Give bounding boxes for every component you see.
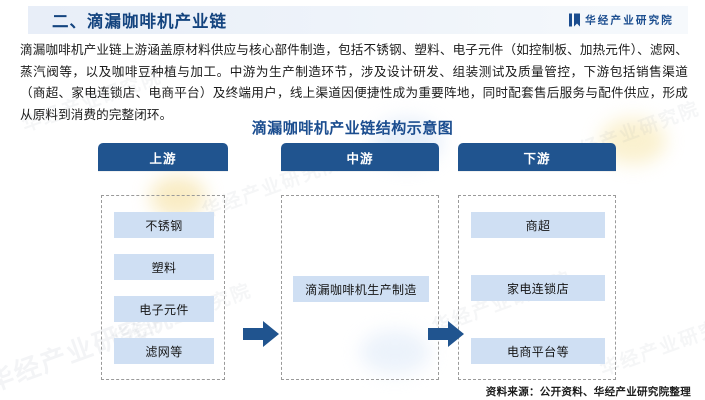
body-paragraph: 滴漏咖啡机产业链上游涵盖原材料供应与核心部件制造，包括不锈钢、塑料、电子元件（如… <box>20 43 688 122</box>
list-item: 电子元件 <box>114 296 214 322</box>
column-downstream: 下游 <box>458 143 616 171</box>
list-item: 不锈钢 <box>114 212 214 238</box>
column-upstream: 上游 <box>98 143 228 171</box>
column-body-downstream: 商超 家电连锁店 电商平台等 <box>458 195 616 380</box>
figure-title: 滴漏咖啡机产业链结构示意图 <box>251 120 454 137</box>
list-item: 家电连锁店 <box>471 275 605 301</box>
book-mark-icon <box>569 13 581 27</box>
brand-logo: 华经产业研究院 <box>569 13 674 28</box>
list-item: 电商平台等 <box>471 338 605 364</box>
column-midstream: 中游 <box>281 143 439 171</box>
industry-chain-diagram: 上游 中游 下游 不锈钢 塑料 电子元件 滤网等 滴漏咖啡机生产制造 商超 家电… <box>0 143 705 383</box>
section-header-bar: 二、滴漏咖啡机产业链 华经产业研究院 <box>28 6 688 34</box>
list-item: 商超 <box>471 212 605 238</box>
column-body-upstream: 不锈钢 塑料 电子元件 滤网等 <box>101 195 225 380</box>
list-item: 滤网等 <box>114 338 214 364</box>
arrow-right-icon-midstream-to-downstream <box>428 321 464 347</box>
column-header-midstream: 中游 <box>281 143 439 171</box>
arrow-right-icon-upstream-to-midstream <box>243 321 279 347</box>
page-title: 二、滴漏咖啡机产业链 <box>52 13 227 31</box>
figure-source: 资料来源：公开资料、华经产业研究院整理 <box>485 386 691 398</box>
list-item: 塑料 <box>114 254 214 280</box>
brand-name: 华经产业研究院 <box>585 14 674 27</box>
column-header-downstream: 下游 <box>458 143 616 171</box>
column-header-upstream: 上游 <box>98 143 228 171</box>
column-body-midstream: 滴漏咖啡机生产制造 <box>281 195 439 380</box>
list-item: 滴漏咖啡机生产制造 <box>293 276 429 302</box>
